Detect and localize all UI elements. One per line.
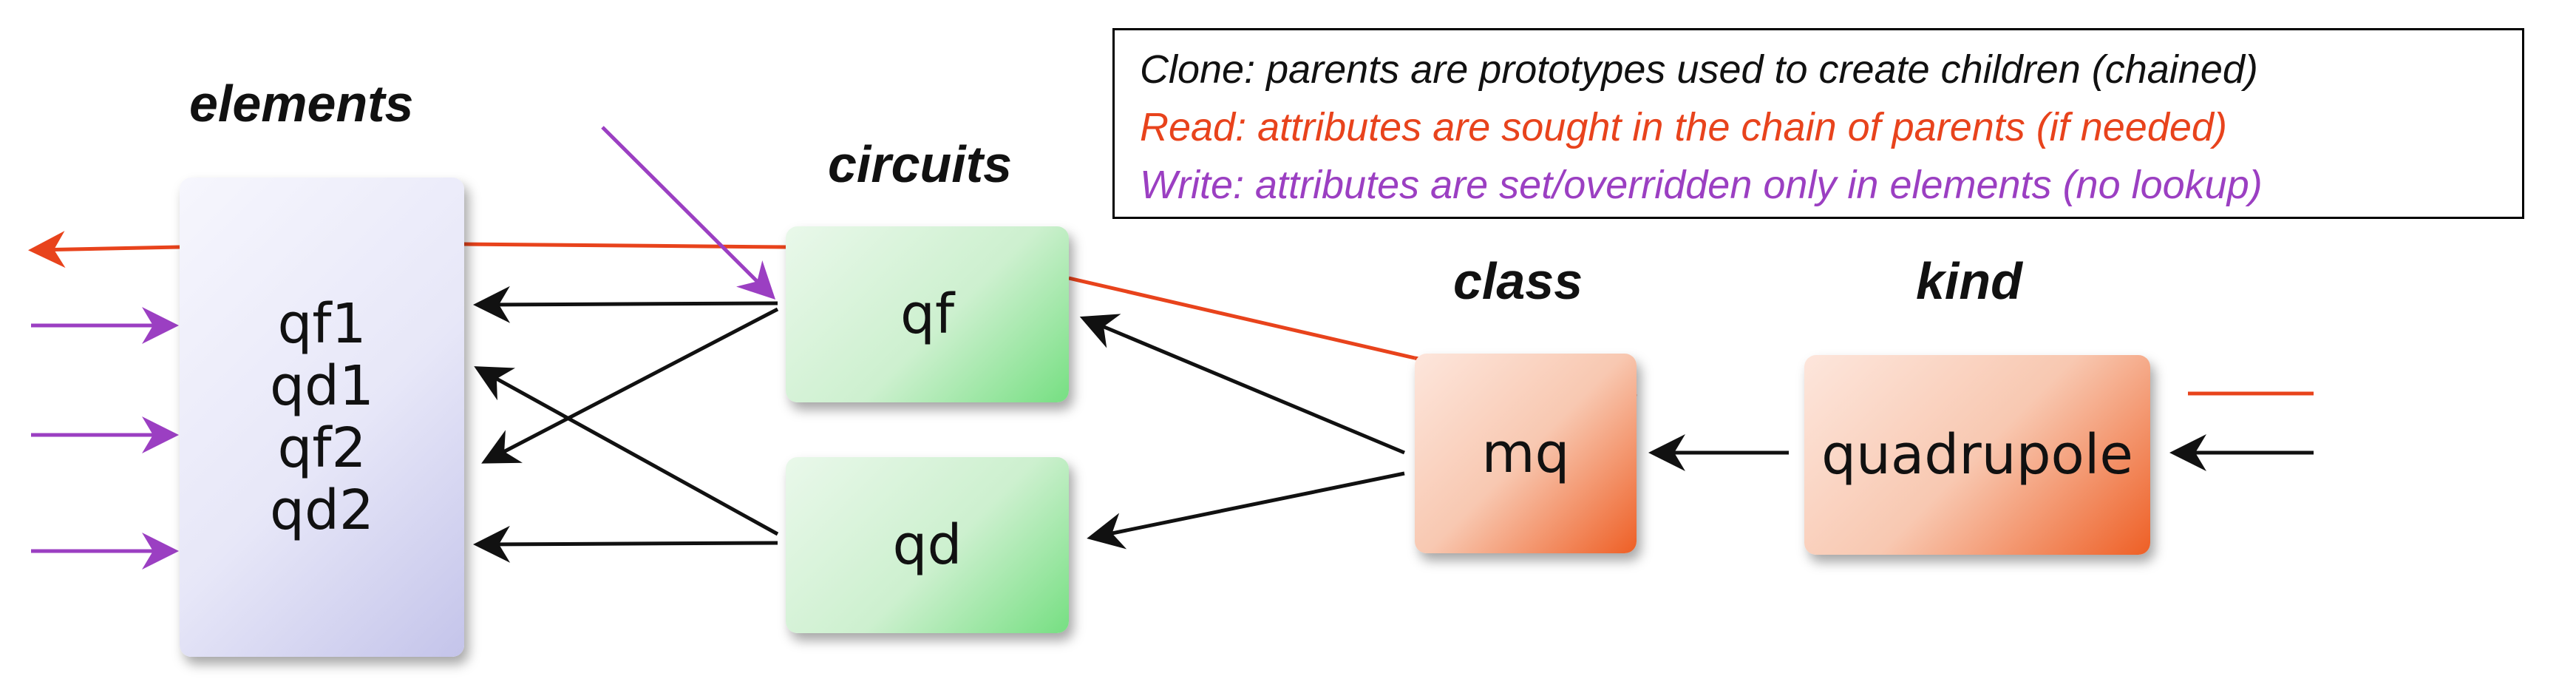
element-item: qd1 — [269, 354, 375, 418]
legend-box: Clone: parents are prototypes used to cr… — [1112, 28, 2524, 219]
heading-kind: kind — [1916, 252, 2022, 310]
element-item: qf1 — [277, 292, 367, 356]
kind-quadrupole-box: quadrupole — [1804, 355, 2150, 555]
class-mq-label: mq — [1481, 422, 1570, 485]
kind-quadrupole-label: quadrupole — [1821, 423, 2133, 487]
heading-elements: elements — [189, 75, 414, 132]
clone-arrows — [473, 286, 2314, 563]
circuit-qf-label: qf — [900, 283, 955, 346]
legend-write: Write: attributes are set/overridden onl… — [1140, 163, 2263, 207]
circuit-qd-box: qd — [786, 457, 1069, 633]
heading-class: class — [1453, 252, 1583, 310]
legend-clone: Clone: parents are prototypes used to cr… — [1140, 47, 2258, 92]
circuit-qd-label: qd — [892, 513, 962, 577]
elements-box: qf1 qd1 qf2 qd2 — [180, 178, 464, 657]
circuit-qf-box: qf — [786, 226, 1069, 402]
legend-read: Read: attributes are sought in the chain… — [1140, 105, 2227, 149]
write-arrows — [31, 126, 776, 570]
heading-circuits: circuits — [828, 135, 1012, 193]
class-mq-box: mq — [1415, 354, 1637, 553]
element-item: qd2 — [269, 479, 375, 542]
element-item: qf2 — [277, 416, 367, 480]
